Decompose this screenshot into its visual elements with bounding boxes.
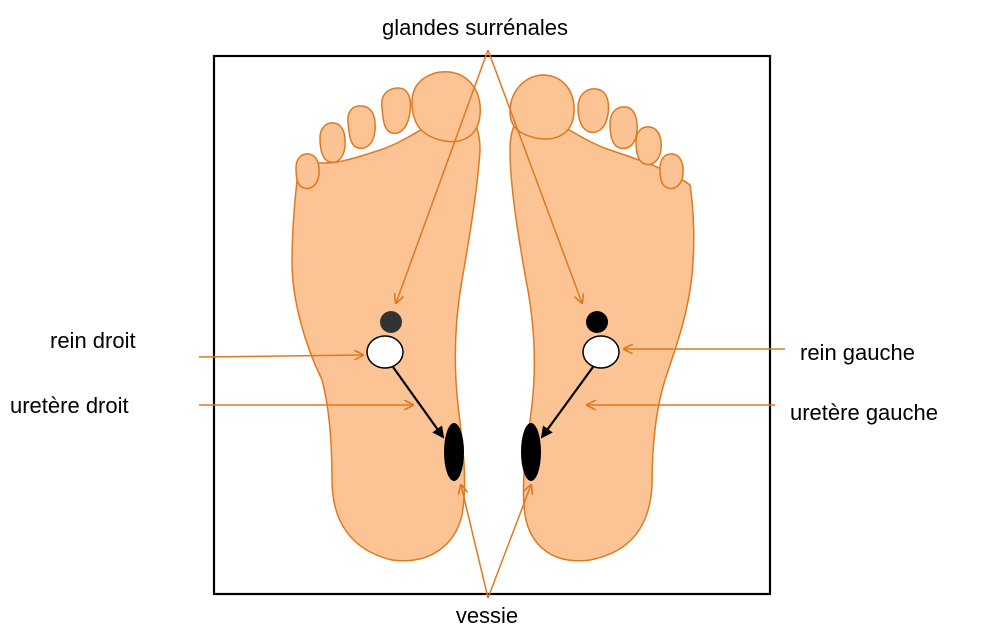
left-foot-toe-3: [610, 107, 637, 149]
bladder-right-ellipse: [444, 423, 464, 481]
right-foot-toe-4: [320, 123, 345, 163]
left-foot-toe-4: [636, 127, 661, 165]
adrenal-left-dot: [586, 311, 608, 333]
bladder-left-ellipse: [521, 423, 541, 481]
bladder-left-arrow: [488, 485, 531, 598]
label-kidney-left: rein gauche: [800, 340, 915, 365]
label-kidney-right: rein droit: [50, 328, 136, 353]
right-foot-toe-3: [348, 106, 375, 148]
right-foot-toe-2: [382, 88, 411, 133]
kidney-left-circle: [583, 336, 619, 368]
adrenal-right-dot: [380, 311, 402, 333]
label-adrenal: glandes surrénales: [382, 15, 568, 40]
right-foot-toe-5: [296, 154, 319, 189]
label-bladder: vessie: [456, 603, 518, 628]
left-foot-toe-5: [660, 154, 683, 189]
right-foot-big-toe: [412, 72, 480, 142]
left-foot-toe-2: [578, 89, 609, 132]
kidney-right-circle: [367, 336, 403, 368]
bladder-right-arrow: [461, 485, 488, 598]
diagram-frame: [214, 56, 770, 594]
pointer-arrows: [199, 50, 785, 598]
label-ureter-right: uretère droit: [10, 393, 129, 418]
label-ureter-left: uretère gauche: [790, 400, 938, 425]
left-foot-big-toe: [510, 75, 574, 139]
